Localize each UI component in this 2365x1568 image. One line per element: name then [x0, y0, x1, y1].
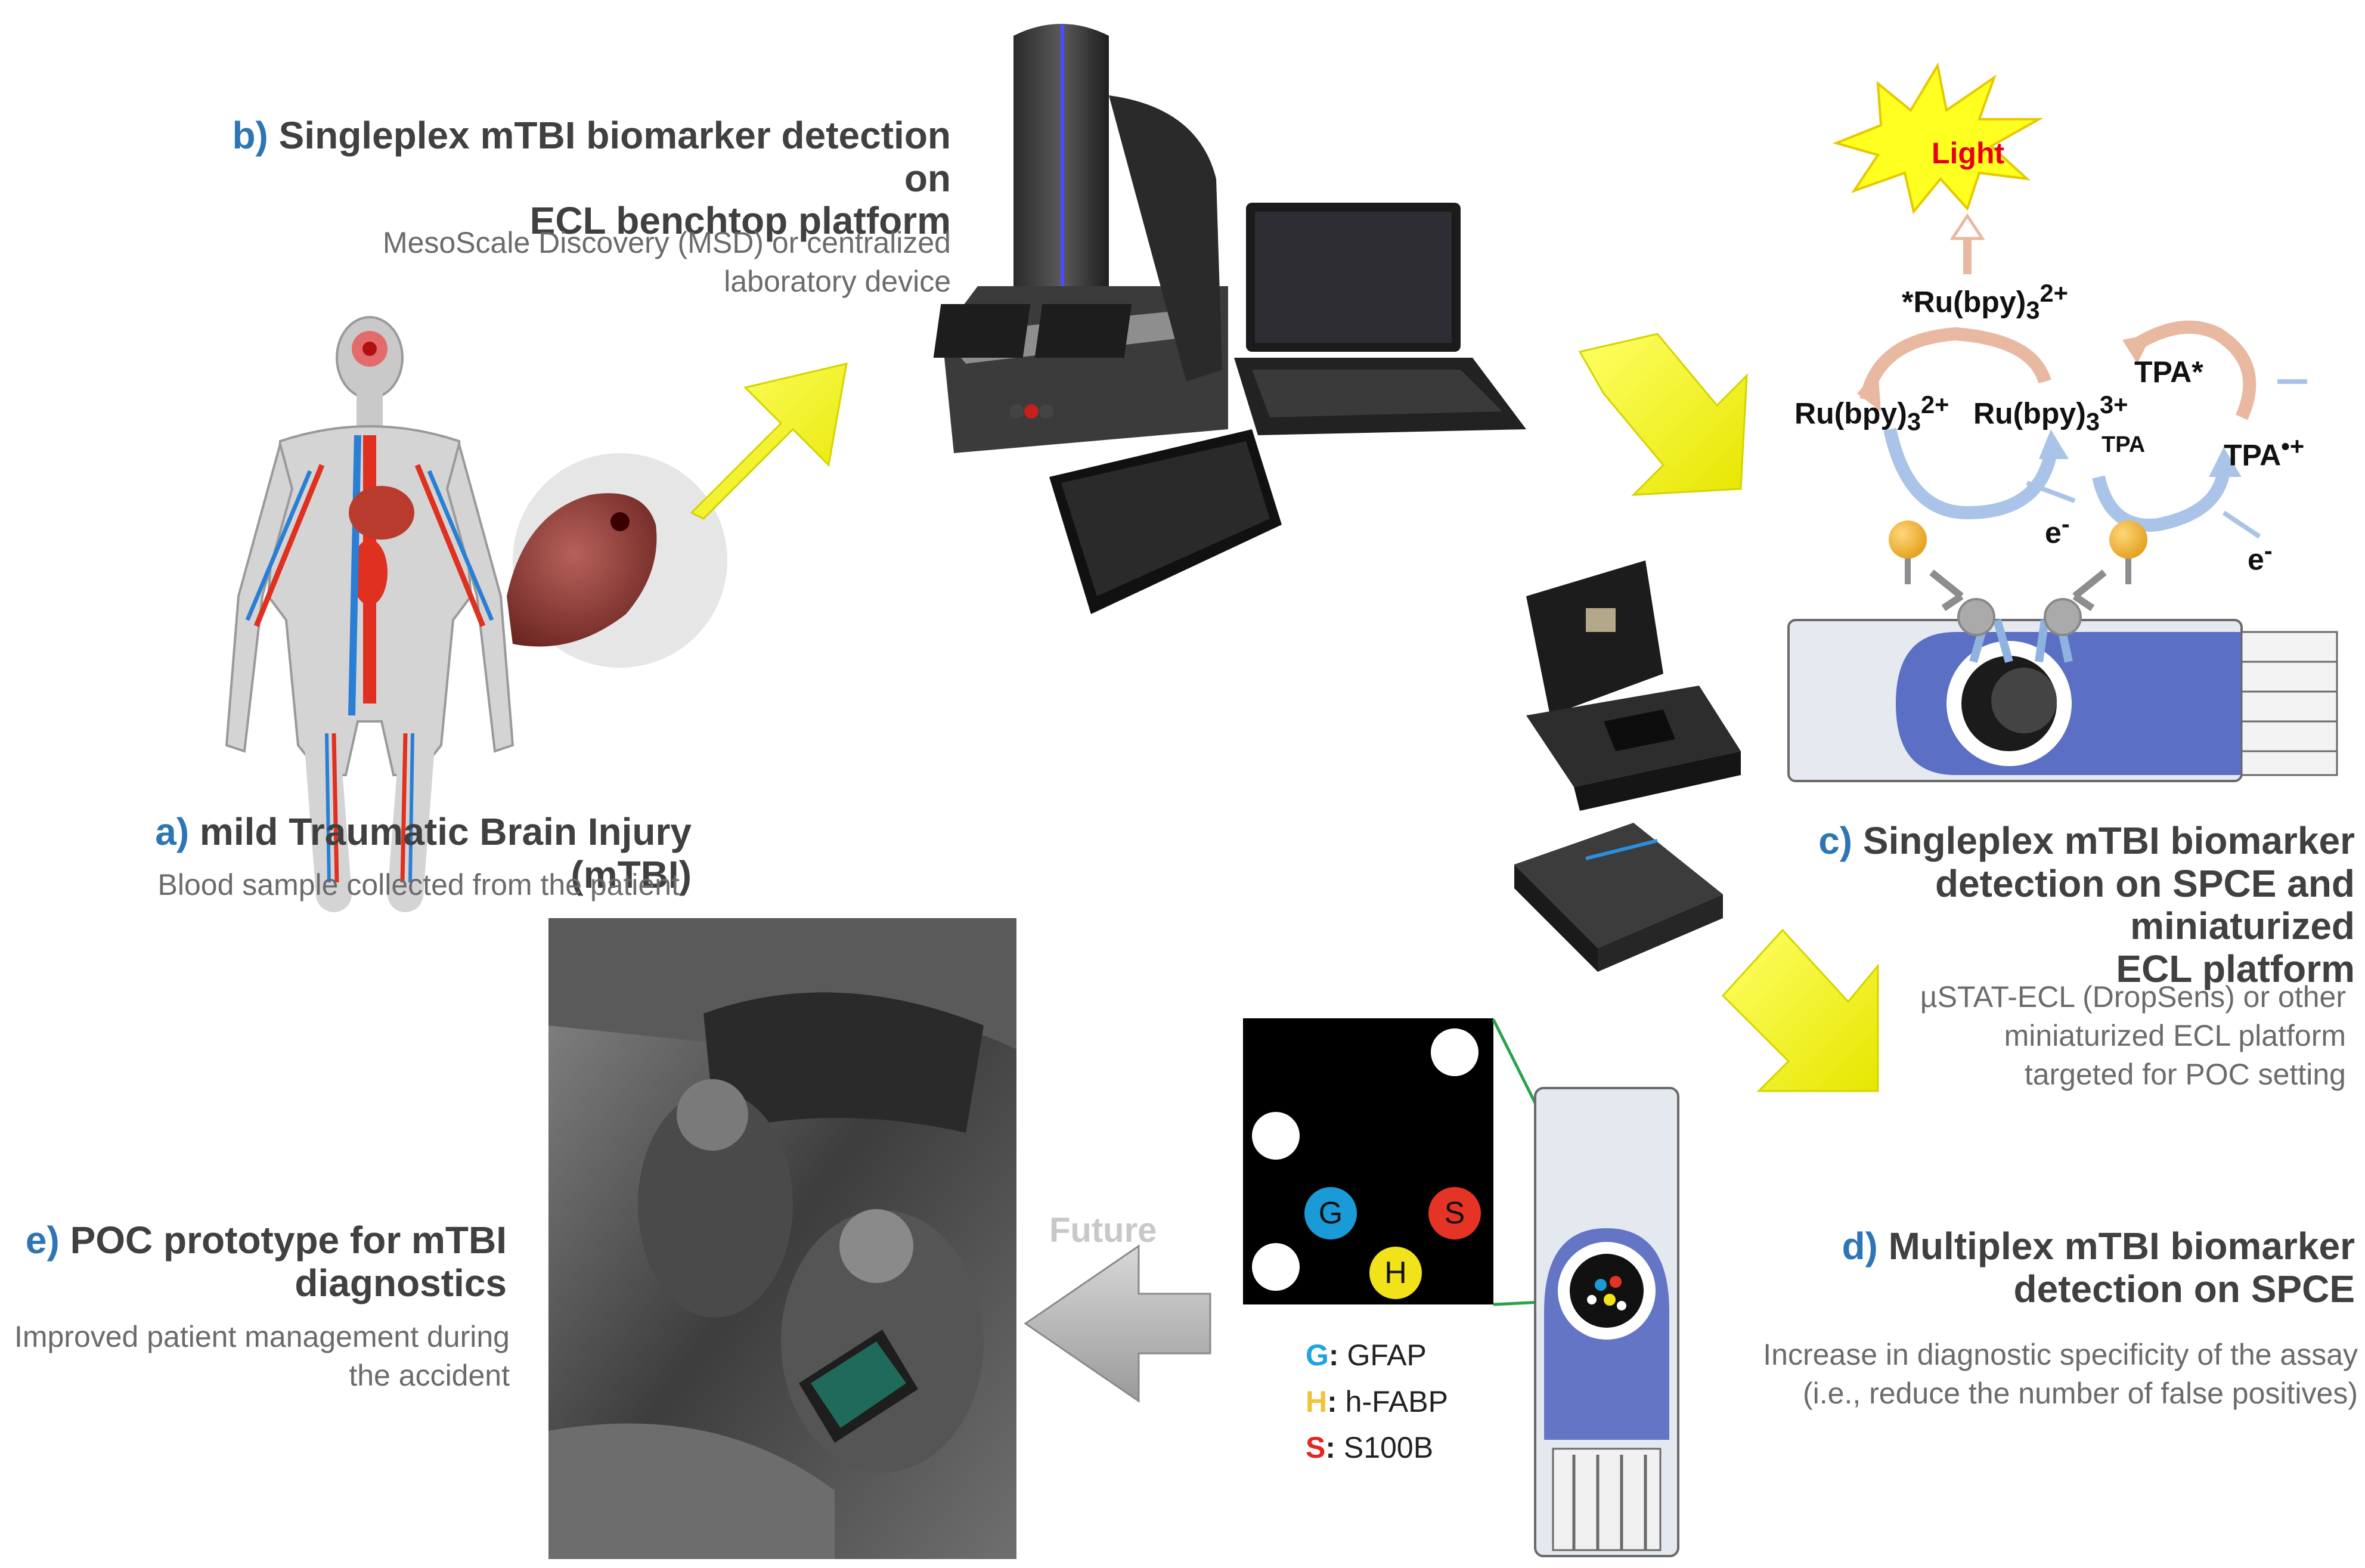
spce-electrode-multiplex — [1534, 1087, 1679, 1557]
96-well-plate — [1049, 429, 1282, 614]
excited-ru-sup: 2+ — [2039, 279, 2068, 307]
tpa-star-label: TPA* — [2134, 355, 2203, 389]
panel-c-subtitle-line2: miniaturized ECL platform — [2004, 1019, 2346, 1052]
panel-d-subtitle-line2: (i.e., reduce the number of false positi… — [1802, 1377, 2358, 1410]
ustat-ecl-device — [1526, 560, 1741, 811]
msd-benchtop-instrument — [933, 24, 1228, 453]
legend-key-h: H — [1306, 1384, 1328, 1418]
panel-d-title-line2: detection on SPCE — [2013, 1267, 2355, 1310]
spot-h-label: H — [1384, 1256, 1407, 1290]
electron-1-sup: - — [2061, 510, 2070, 538]
excited-ru-label: *Ru(bpy)32+ — [1902, 279, 2068, 325]
panel-c-subtitle-line3: targeted for POC setting — [2024, 1058, 2346, 1091]
panel-c-subtitle-line1: µSTAT-ECL (DropSens) or other — [1920, 980, 2346, 1014]
spot-g-label: G — [1318, 1196, 1343, 1231]
ru2-text: Ru(bpy) — [1794, 396, 1907, 430]
panel-a-subtitle: Blood sample collected from the patient — [157, 868, 680, 901]
panel-e-subtitle: Improved patient management during the a… — [12, 1318, 510, 1395]
panel-e-title-line2: diagnostics — [295, 1261, 507, 1304]
electron-label-1: e- — [2045, 510, 2070, 550]
panel-e-title: e) POC prototype for mTBI diagnostics — [12, 1219, 507, 1304]
light-label: Light — [1932, 137, 2005, 170]
panel-c-letter: c) — [1818, 819, 1853, 862]
poc-field-photo — [548, 918, 1016, 1559]
legend-sep-g: : — [1328, 1338, 1339, 1372]
legend-sep-s: : — [1325, 1431, 1336, 1464]
electron-label-2: e- — [2248, 537, 2273, 577]
excited-ru-text: *Ru(bpy) — [1902, 285, 2026, 319]
panel-c-title: c) Singleplex mTBI biomarker detection o… — [1729, 819, 2355, 991]
ru2-sub: 3 — [1907, 407, 1921, 436]
panel-b-subtitle: MesoScale Discovery (MSD) or centralized… — [179, 224, 951, 301]
future-label: Future — [1049, 1211, 1157, 1250]
electron-2-sup: - — [2264, 537, 2273, 565]
spot-h — [1369, 1247, 1422, 1299]
finger-blood-drop — [507, 453, 727, 668]
panel-d-subtitle: Increase in diagnostic specificity of th… — [1729, 1335, 2358, 1413]
panel-a-title-text: mild Traumatic Brain Injury (mTBI) — [199, 810, 692, 896]
panel-d-subtitle-line1: Increase in diagnostic specificity of th… — [1763, 1338, 2358, 1371]
panel-b-subtitle-line2: laboratory device — [724, 265, 951, 298]
panel-c-subtitle: µSTAT-ECL (DropSens) or other miniaturiz… — [1789, 978, 2346, 1094]
panel-e-subtitle-line2: the accident — [349, 1359, 510, 1392]
spce-electrode-singleplex — [1787, 520, 2338, 782]
spot-s — [1428, 1187, 1481, 1239]
legend-key-s: S — [1306, 1431, 1326, 1464]
ru3-label: Ru(bpy)33+ — [1973, 391, 2128, 436]
ecl-mechanism — [1832, 62, 2307, 539]
arrow-b-to-c — [1578, 333, 1748, 496]
panel-d-title-line1: Multiplex mTBI biomarker — [1888, 1225, 2355, 1268]
legend-sep-h: : — [1327, 1384, 1337, 1418]
panel-a-title: a) mild Traumatic Brain Injury (mTBI) — [30, 810, 692, 896]
arrow-c-to-d — [1721, 928, 1879, 1092]
panel-d-letter: d) — [1842, 1225, 1878, 1268]
legend-key-g: G — [1306, 1338, 1329, 1372]
ru3-sup: 3+ — [2100, 391, 2128, 419]
legend-item-gfap: G: GFAP — [1306, 1333, 1448, 1379]
panel-e-letter: e) — [25, 1219, 60, 1262]
electron-1-text: e — [2045, 516, 2062, 550]
ru3-text: Ru(bpy) — [1973, 396, 2086, 430]
future-arrow — [1024, 1244, 1211, 1403]
panel-b-title-line2: ECL benchtop platform — [529, 199, 951, 243]
panel-d-title: d) Multiplex mTBI biomarker detection on… — [1759, 1225, 2355, 1310]
legend-name-gfap: GFAP — [1347, 1338, 1427, 1372]
panel-a-letter: a) — [155, 810, 190, 853]
tpa-label: TPA — [2101, 432, 2146, 457]
legend-name-s100b: S100B — [1343, 1431, 1434, 1464]
tpa-radical-sup: •+ — [2281, 432, 2305, 460]
panel-e-subtitle-line1: Improved patient management during — [14, 1320, 510, 1353]
spot-s-label: S — [1444, 1196, 1465, 1231]
legend-name-hfabp: h-FABP — [1345, 1384, 1448, 1418]
legend-item-s100b: S: S100B — [1306, 1425, 1448, 1471]
biomarker-legend: G: GFAP H: h-FABP S: S100B — [1306, 1333, 1448, 1471]
arrow-a-to-b — [690, 362, 848, 520]
panel-c-title-line2: detection on SPCE and miniaturized — [1935, 862, 2355, 948]
legend-item-hfabp: H: h-FABP — [1306, 1379, 1448, 1426]
excited-ru-sub: 3 — [2026, 296, 2040, 324]
panel-b-letter: b) — [232, 114, 268, 157]
ru2-label: Ru(bpy)32+ — [1794, 391, 1949, 436]
panel-c-title-line3: ECL platform — [2116, 947, 2355, 991]
panel-b-title: b) Singleplex mTBI biomarker detection o… — [179, 114, 951, 243]
panel-b-title-line1: Singleplex mTBI biomarker detection on — [278, 114, 951, 200]
human-body-illustration — [225, 316, 514, 912]
electron-2-text: e — [2248, 543, 2264, 577]
ru2-sup: 2+ — [1921, 391, 1949, 419]
panel-e-title-line1: POC prototype for mTBI — [70, 1219, 507, 1262]
panel-b-subtitle-line1: MesoScale Discovery (MSD) or centralized — [382, 226, 951, 259]
tpa-radical-text: TPA — [2224, 438, 2282, 472]
laptop — [1234, 203, 1526, 435]
tpa-radical-label: TPA•+ — [2224, 432, 2304, 473]
panel-c-title-line1: Singleplex mTBI biomarker — [1862, 819, 2355, 862]
light-burst — [1832, 62, 2044, 215]
spot-g — [1304, 1187, 1357, 1239]
potentiostat-box — [1514, 823, 1723, 972]
ru3-sub: 3 — [2085, 407, 2100, 436]
